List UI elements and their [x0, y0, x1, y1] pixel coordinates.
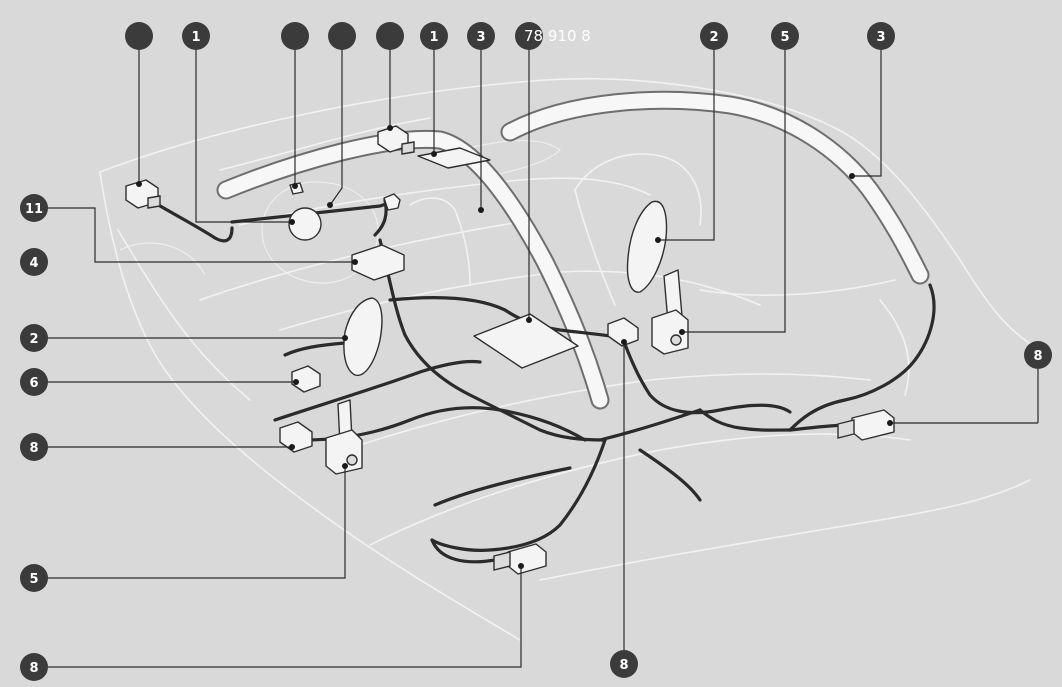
- callout-badge: [281, 22, 309, 50]
- callout-badge: 3: [867, 22, 895, 50]
- svg-text:2: 2: [29, 332, 38, 347]
- side-impact-sensor-front: [279, 421, 313, 453]
- callout-badge: 8: [20, 653, 48, 681]
- callout-badge: [376, 22, 404, 50]
- callout-badge: 1: [182, 22, 210, 50]
- srs-unit: [351, 244, 405, 281]
- callout-badge: 6: [20, 368, 48, 396]
- curtain-airbags: [216, 90, 930, 410]
- svg-text:5: 5: [29, 572, 38, 587]
- svg-text:4: 4: [29, 256, 38, 271]
- leader-lines: [46, 36, 1038, 668]
- svg-text:8: 8: [29, 661, 38, 676]
- side-impact-sensor-rear-right: [837, 409, 895, 441]
- front-side-airbag-right: [626, 200, 668, 293]
- callout-badge: 8: [20, 433, 48, 461]
- callout-badge: 1: [420, 22, 448, 50]
- callout-badge: 5: [20, 564, 48, 592]
- seat-belt-tensioner-right: [651, 269, 689, 355]
- svg-text:8: 8: [619, 658, 628, 673]
- callout-badge: 5: [771, 22, 799, 50]
- callout-badge: 8: [1024, 341, 1052, 369]
- callout-badge: 11: [20, 194, 48, 222]
- callout-badge: 2: [700, 22, 728, 50]
- callout-badge: [125, 22, 153, 50]
- passenger-sensor-small: [383, 193, 401, 211]
- svg-text:3: 3: [876, 30, 885, 45]
- floor-sensor-mat: [473, 313, 579, 369]
- svg-text:2: 2: [709, 30, 718, 45]
- svg-text:1: 1: [191, 30, 200, 45]
- svg-text:11: 11: [25, 202, 43, 217]
- seat-belt-tensioner-left: [325, 399, 363, 475]
- side-impact-sensor-center: [607, 317, 639, 347]
- side-impact-sensor-left: [291, 365, 321, 393]
- callout-badge: 3: [467, 22, 495, 50]
- callout-badge: 8: [610, 650, 638, 678]
- car-body-outline: [99, 78, 1041, 641]
- svg-text:8: 8: [29, 441, 38, 456]
- leader-dots: [136, 125, 893, 569]
- driver-airbag: [288, 207, 322, 241]
- callout-badge: 2: [20, 324, 48, 352]
- callout-badge: [328, 22, 356, 50]
- side-impact-sensor-rear-left: [493, 543, 547, 575]
- front-impact-sensor-upper: [377, 125, 415, 155]
- overlay-label: 78 910 8: [524, 27, 591, 45]
- front-side-airbag-left: [343, 297, 383, 376]
- svg-text:5: 5: [780, 30, 789, 45]
- front-impact-sensor-left: [125, 179, 161, 209]
- callout-badge: 4: [20, 248, 48, 276]
- callouts-right: 8 8: [610, 341, 1052, 678]
- svg-text:3: 3: [476, 30, 485, 45]
- callout-badge: [515, 22, 543, 50]
- callouts-top: 1 1 3 2 5 3 78 910 8: [125, 22, 895, 50]
- callouts-left: 11 4 2 6 8 5 8: [20, 194, 48, 681]
- components: [125, 125, 895, 575]
- svg-text:6: 6: [29, 376, 38, 391]
- svg-text:8: 8: [1033, 349, 1042, 364]
- svg-text:1: 1: [429, 30, 438, 45]
